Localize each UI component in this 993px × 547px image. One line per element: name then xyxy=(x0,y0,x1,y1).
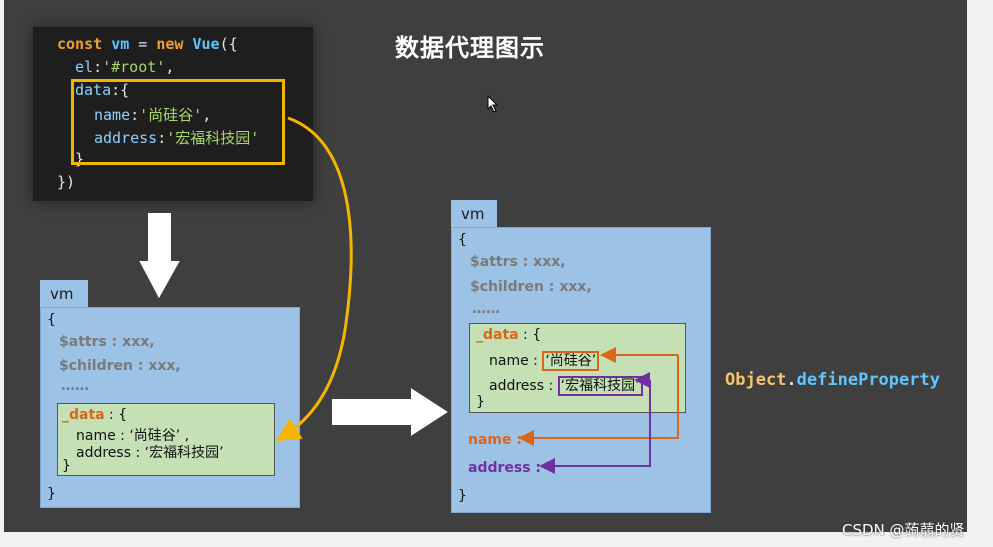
code-line-1: const vm = new Vue({ xyxy=(57,35,238,53)
vm-left-ellipsis: …… xyxy=(61,378,89,394)
vm-left-children: $children : xxx, xyxy=(59,358,181,374)
vm-left-data-label: _data : { xyxy=(62,407,128,423)
vm-left-close-brace: } xyxy=(47,486,56,502)
yellow-data-arrow xyxy=(275,116,353,442)
orange-name-arrow xyxy=(518,355,679,446)
vm-left-attrs: $attrs : xxx, xyxy=(59,334,155,350)
address-proxy-label: address : xyxy=(468,460,542,476)
vm-left-data-box: _data : { name : ‘尚硅谷’ , address : ‘宏福科技… xyxy=(57,403,275,476)
vm-right-name: name : ‘尚硅谷’ xyxy=(489,350,600,371)
code-line-4: name:'尚硅谷', xyxy=(94,106,212,124)
code-line-7: }) xyxy=(57,173,76,191)
vm-right-open-brace: { xyxy=(458,232,467,248)
diagram-title: 数据代理图示 xyxy=(395,34,545,62)
vm-right-attrs: $attrs : xxx, xyxy=(470,254,566,270)
right-arrow-icon xyxy=(332,388,448,436)
code-line-2: el:'#root', xyxy=(75,58,175,76)
vm-left-data-close: } xyxy=(62,458,71,474)
name-value-box: ‘尚硅谷’ xyxy=(542,351,600,371)
purple-address-arrow xyxy=(539,380,651,474)
vm-right-children: $children : xxx, xyxy=(470,279,592,295)
frame-right-border xyxy=(967,0,993,547)
vm-right-data-label: _data : { xyxy=(476,327,542,343)
frame-bottom-border xyxy=(0,532,993,547)
code-line-6: } xyxy=(75,150,85,168)
vm-right-ellipsis: …… xyxy=(472,301,500,317)
code-line-3: data:{ xyxy=(75,81,130,99)
address-value-box: ‘宏福科技园’ xyxy=(557,376,643,396)
vm-right-address: address : ‘宏福科技园’ xyxy=(489,375,643,396)
watermark: CSDN @蒟蒻的贤 xyxy=(842,521,965,539)
mouse-cursor-icon xyxy=(487,95,499,113)
name-proxy-label: name : xyxy=(468,432,522,448)
data-highlight-box xyxy=(71,79,285,165)
vm-left-open-brace: { xyxy=(47,312,56,328)
vm-right-data-close: } xyxy=(476,394,485,410)
vm-left-box: { $attrs : xxx, $children : xxx, …… _dat… xyxy=(40,307,300,508)
frame-left-border xyxy=(0,0,4,547)
vm-right-box: { $attrs : xxx, $children : xxx, …… _dat… xyxy=(451,227,711,513)
vm-right-close-brace: } xyxy=(458,488,467,504)
vm-left-address: address : ‘宏福科技园’ xyxy=(76,445,224,461)
code-block: const vm = new Vue({ el:'#root', data:{ … xyxy=(33,27,313,201)
define-property-label: Object.defineProperty xyxy=(725,370,940,390)
down-arrow-icon xyxy=(139,213,180,299)
vm-left-name: name : ‘尚硅谷’ , xyxy=(76,428,190,444)
code-line-5: address:'宏福科技园' xyxy=(94,129,260,147)
vm-right-tab: vm xyxy=(451,200,497,228)
vm-left-tab: vm xyxy=(40,280,88,308)
